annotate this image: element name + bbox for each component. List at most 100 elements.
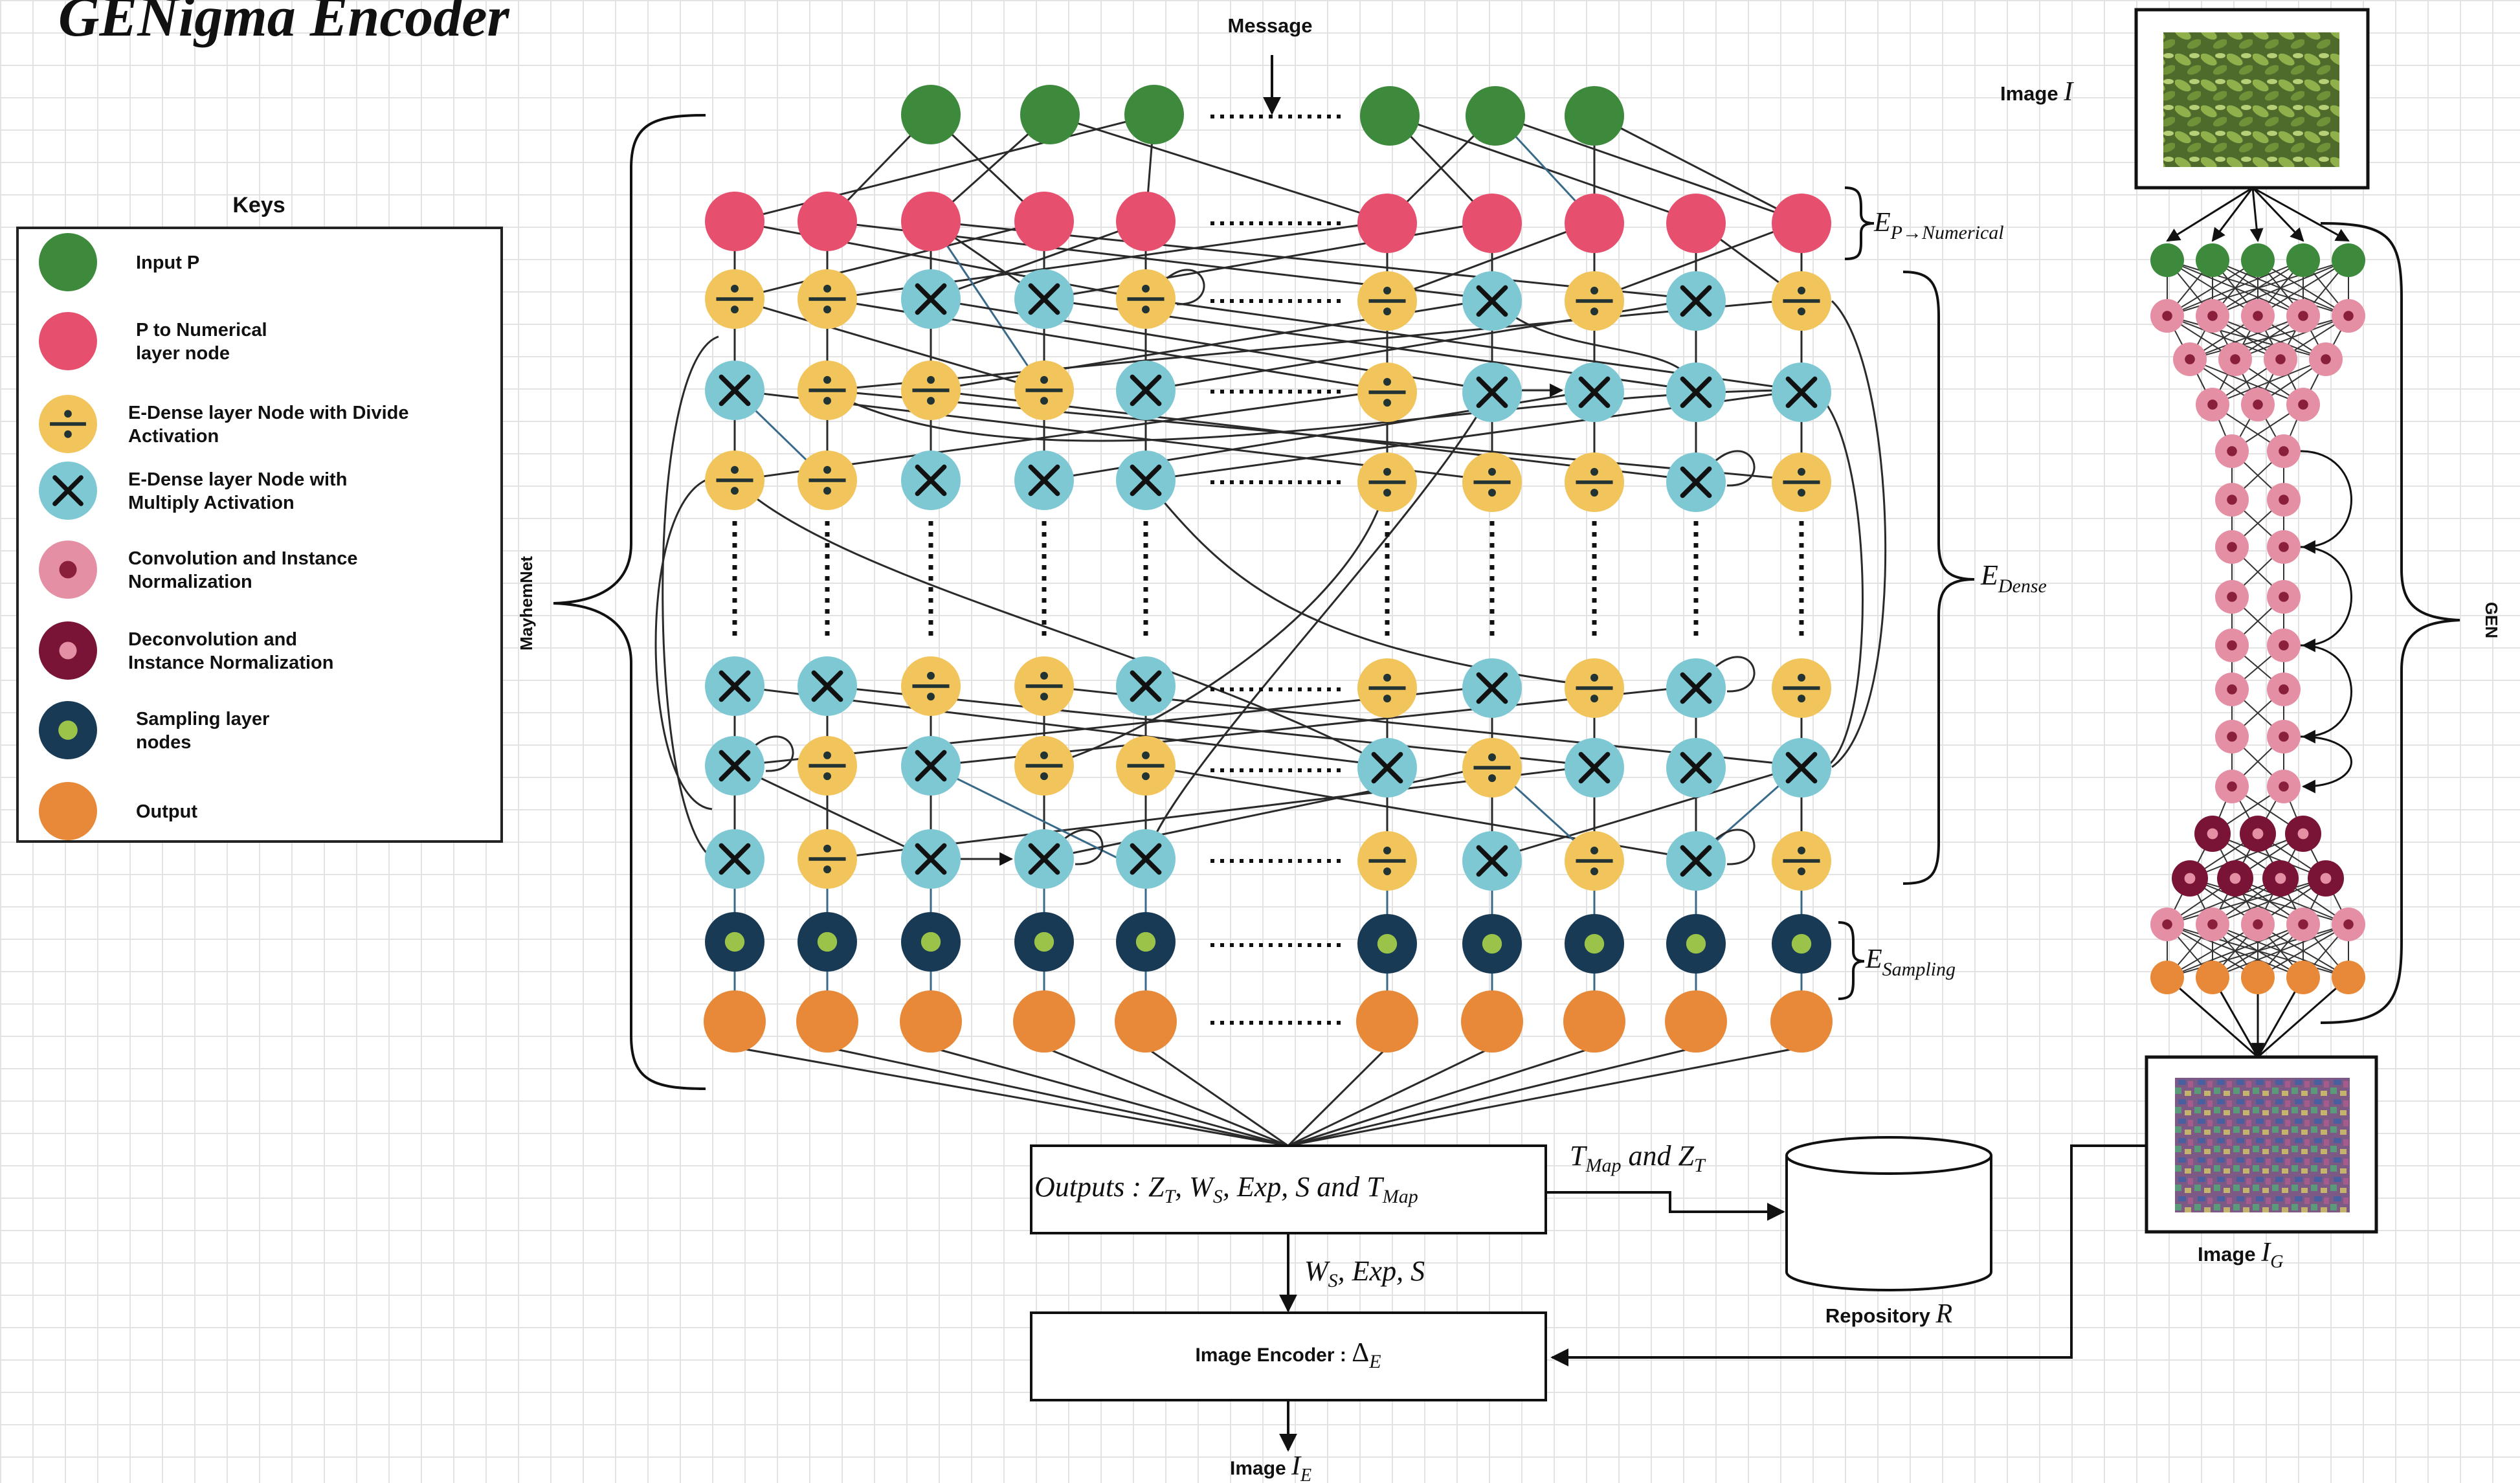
multiply-node [1772,738,1831,797]
gen-conv-node [2215,673,2249,706]
multiply-node [1462,271,1522,331]
pnum-node [1014,192,1074,251]
multiply-node [1014,451,1074,510]
ig-to-encoder-arrow [1550,1144,2146,1366]
image-ie-label: Image IE [1230,1451,1311,1483]
key-output-label: Output [136,801,197,822]
gen-conv-node [2241,908,2275,941]
key-multiply-label: Multiply Activation [128,493,295,513]
repository-cylinder [1785,1136,1992,1291]
gen-network [2150,186,2365,1058]
pnum-node [705,192,764,251]
divide-node [1357,271,1417,331]
mayhemnet-brace [553,114,706,1090]
multiply-node [1565,738,1624,797]
gen-deconv-node [2262,860,2299,897]
keys-legend: Keys Input P P to Numerical layer nodeE-De… [16,193,503,843]
horizontal-ellipsis [1210,115,1343,1025]
image-ig-noise-picture [2175,1078,2350,1212]
input-p-node [1360,86,1420,146]
gen-input-arrow [2166,186,2253,242]
input-p-node [1020,85,1080,144]
output-node [1356,990,1418,1053]
keys-heading: Keys [232,193,285,217]
gen-input-node [2241,243,2275,277]
gen-output-node [2241,961,2275,994]
gen-conv-node [2286,908,2320,941]
input-p-node [901,85,961,144]
output-node [1461,990,1523,1053]
gen-input-node [2150,243,2184,277]
multiply-node [1666,831,1726,891]
key-sampling-icon [39,701,97,759]
output-node [1770,990,1833,1053]
gen-deconv-node [2194,816,2231,852]
sampling-node [797,912,857,972]
sampling-node [1666,914,1726,974]
keys-box [16,227,503,843]
multiply-node [1666,362,1726,422]
multiply-node [1014,269,1074,329]
divide-node [1462,452,1522,512]
e-sampling-label: ESampling [1865,944,1956,980]
key-deconv-label: Deconvolution and [128,629,297,650]
outputs-text: Outputs : ZT, WS, Exp, S and TMap [1034,1171,1418,1207]
key-input-label: Input P [136,252,199,273]
gen-conv-node [2267,770,2301,803]
gen-conv-node [2215,629,2249,662]
divide-node [1565,831,1624,891]
message-label: Message [1228,14,1313,37]
image-encoder-text: Image Encoder : ΔE [1195,1338,1381,1372]
multiply-node [1116,829,1176,889]
divide-node [901,656,961,716]
gen-conv-node [2309,342,2343,376]
output-node [1665,990,1727,1053]
key-conv-label: Normalization [128,572,252,592]
gen-output-node [2196,961,2229,994]
gen-conv-node [2267,629,2301,662]
key-divide-label: E-Dense layer Node with Divide [128,403,409,423]
sampling-node [705,912,764,972]
multiply-node [1666,271,1726,331]
pnum-node [1116,192,1176,251]
pnum-node [901,192,961,251]
sampling-node [1116,912,1176,972]
gen-input-node [2196,243,2229,277]
multiply-node [705,829,764,889]
divide-node [1014,361,1074,420]
key-conv-label: Convolution and Instance [128,548,357,569]
image-encoder-box [1030,1311,1547,1401]
gen-conv-node [2215,434,2249,468]
key-deconv-label: Instance Normalization [128,652,333,673]
input-p-node [1466,86,1525,146]
divide-node [705,451,764,510]
output-node [796,990,858,1053]
divide-node [1357,658,1417,718]
multiply-node [1462,362,1522,422]
divide-node [1565,452,1624,512]
multiply-node [1666,658,1726,718]
multiply-node [797,656,857,716]
gen-input-node [2286,243,2320,277]
divide-node [1014,656,1074,716]
gen-conv-node [2196,299,2229,333]
e-dense-brace [1902,271,1975,885]
key-pnum-label: P to Numerical [136,320,267,340]
divide-node [1014,736,1074,796]
gen-conv-node [2215,530,2249,564]
sampling-node [1357,914,1417,974]
key-pnum-label: layer node [136,343,230,364]
gen-conv-node [2196,388,2229,421]
output-node [1115,990,1177,1053]
image-i-label: Image I [2000,77,2074,107]
pnum-node [797,192,857,251]
multiply-node [1666,452,1726,512]
multiply-node [1462,831,1522,891]
divide-node [1772,658,1831,718]
divide-node [1357,452,1417,512]
multiply-node [1565,362,1624,422]
key-multiply-label: E-Dense layer Node with [128,469,347,490]
image-ig-label: Image IG [2198,1238,2283,1272]
pnum-node [1666,194,1726,253]
